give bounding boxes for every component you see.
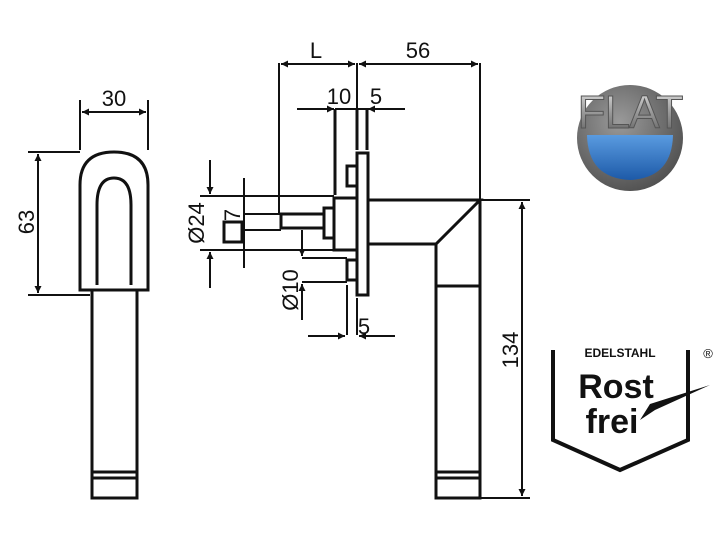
frei-text: frei — [586, 403, 639, 441]
flat-logo: FLAT — [577, 85, 685, 191]
dim-L: L — [310, 38, 322, 63]
dim-5-top: 5 — [370, 84, 382, 109]
dim-diameter-10: Ø10 — [278, 269, 303, 311]
dim-134: 134 — [498, 332, 523, 369]
edelstahl-text: EDELSTAHL — [584, 346, 655, 360]
rostfrei-logo: EDELSTAHL Rost frei ® — [551, 346, 713, 473]
dim-56: 56 — [406, 38, 430, 63]
handle-side-view — [200, 60, 530, 500]
flat-logo-text: FLAT — [577, 86, 683, 138]
rost-text: Rost — [578, 368, 654, 406]
handle-front-view — [28, 100, 150, 500]
registered-mark: ® — [703, 346, 713, 361]
dim-7: 7 — [220, 209, 245, 221]
dim-63: 63 — [14, 210, 39, 234]
dim-10: 10 — [327, 84, 351, 109]
dim-30: 30 — [102, 86, 126, 111]
dim-5-bottom: 5 — [358, 314, 370, 339]
dim-diameter-24: Ø24 — [184, 202, 209, 244]
